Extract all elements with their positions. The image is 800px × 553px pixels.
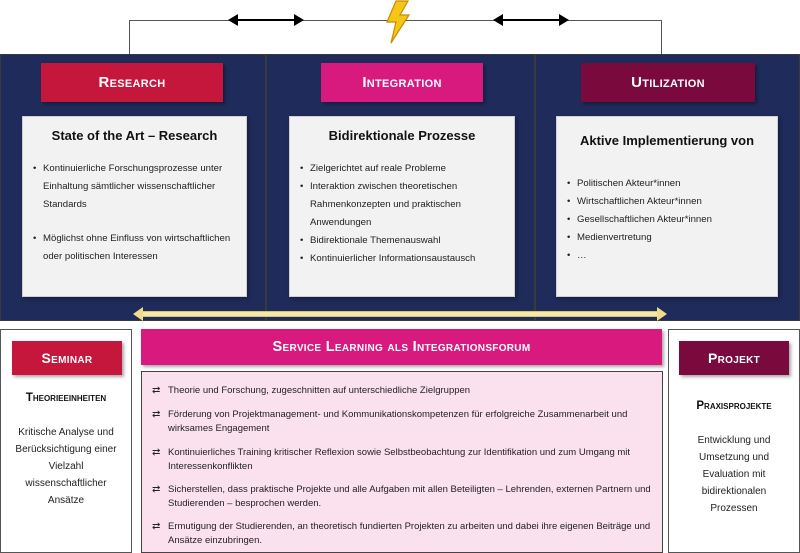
list-item: Politischen Akteur*innen [567, 175, 771, 193]
list-item-text: Theorie und Forschung, zugeschnitten auf… [168, 385, 471, 396]
list-item: … [567, 247, 771, 265]
list-item-text: Ermutigung der Studierenden, an theoreti… [168, 521, 651, 546]
research-card: State of the Art – Research Kontinuierli… [22, 116, 247, 297]
list-item: ⇄ Kontinuierliches Training kritischer R… [152, 446, 654, 474]
link-icon: ⇄ [152, 521, 161, 532]
double-arrow-right [493, 14, 569, 26]
yellow-double-arrow [133, 307, 667, 321]
list-item: Kontinuierlicher Informationsaustausch [300, 250, 508, 268]
utilization-header: Utilization [581, 63, 755, 102]
research-list: Kontinuierliche Forschungsprozesse unter… [33, 160, 240, 266]
integration-title: Bidirektionale Prozesse [328, 128, 476, 143]
link-icon: ⇄ [152, 447, 161, 458]
connector-left-vertical [129, 20, 130, 54]
link-icon: ⇄ [152, 484, 161, 495]
utilization-list: Politischen Akteur*innen Wirtschaftliche… [567, 175, 771, 265]
list-item: Zielgerichtet auf reale Probleme [300, 160, 508, 178]
seminar-body: Kritische Analyse und Berücksichtigung e… [15, 427, 117, 506]
list-item: Medienvertretung [567, 229, 771, 247]
utilization-card: Aktive Implementierung von Politischen A… [556, 116, 778, 297]
list-item: ⇄ Theorie und Forschung, zugeschnitten a… [152, 384, 654, 398]
list-item-text: Kontinuierliches Training kritischer Ref… [168, 447, 631, 472]
list-item: Gesellschaftlichen Akteur*innen [567, 211, 771, 229]
service-learning-header: Service Learning als Integrationsforum [141, 329, 662, 365]
link-icon: ⇄ [152, 385, 161, 396]
double-arrow-left [228, 14, 304, 26]
list-item-text: Förderung von Projektmanagement- und Kom… [168, 409, 628, 434]
list-item: Kontinuierliche Forschungsprozesse unter… [33, 160, 240, 214]
list-item: Wirtschaftlichen Akteur*innen [567, 193, 771, 211]
list-item: ⇄ Ermutigung der Studierenden, an theore… [152, 520, 654, 548]
list-item: ⇄ Förderung von Projektmanagement- und K… [152, 408, 654, 436]
projekt-subtitle: Praxisprojekte [696, 400, 772, 412]
service-learning-panel: ⇄ Theorie und Forschung, zugeschnitten a… [141, 371, 663, 553]
utilization-title: Aktive Implementierung von [579, 133, 755, 148]
list-item: Interaktion zwischen theoretischen Rahme… [300, 178, 508, 232]
list-item: ⇄ Sicherstellen, dass praktische Projekt… [152, 483, 654, 511]
list-item: Bidirektionale Themenauswahl [300, 232, 508, 250]
integration-header: Integration [321, 63, 483, 102]
integration-card: Bidirektionale Prozesse Zielgerichtet au… [289, 116, 515, 297]
projekt-body: Entwicklung und Umsetzung und Evaluation… [697, 435, 771, 514]
connector-right-vertical [661, 20, 662, 54]
research-header: Research [41, 63, 223, 102]
list-item: Möglichst ohne Einfluss von wirtschaftli… [33, 230, 240, 266]
link-icon: ⇄ [152, 409, 161, 420]
research-title: State of the Art – Research [51, 128, 218, 143]
list-item-text: Sicherstellen, dass praktische Projekte … [168, 484, 651, 509]
projekt-header: Projekt [679, 341, 789, 375]
seminar-header: Seminar [12, 341, 122, 375]
seminar-panel: Seminar Theorieeinheiten Kritische Analy… [0, 329, 132, 553]
lightning-icon [386, 0, 411, 44]
integration-list: Zielgerichtet auf reale Probleme Interak… [300, 160, 508, 268]
projekt-panel: Projekt Praxisprojekte Entwicklung und U… [668, 329, 800, 553]
seminar-subtitle: Theorieeinheiten [25, 392, 107, 404]
